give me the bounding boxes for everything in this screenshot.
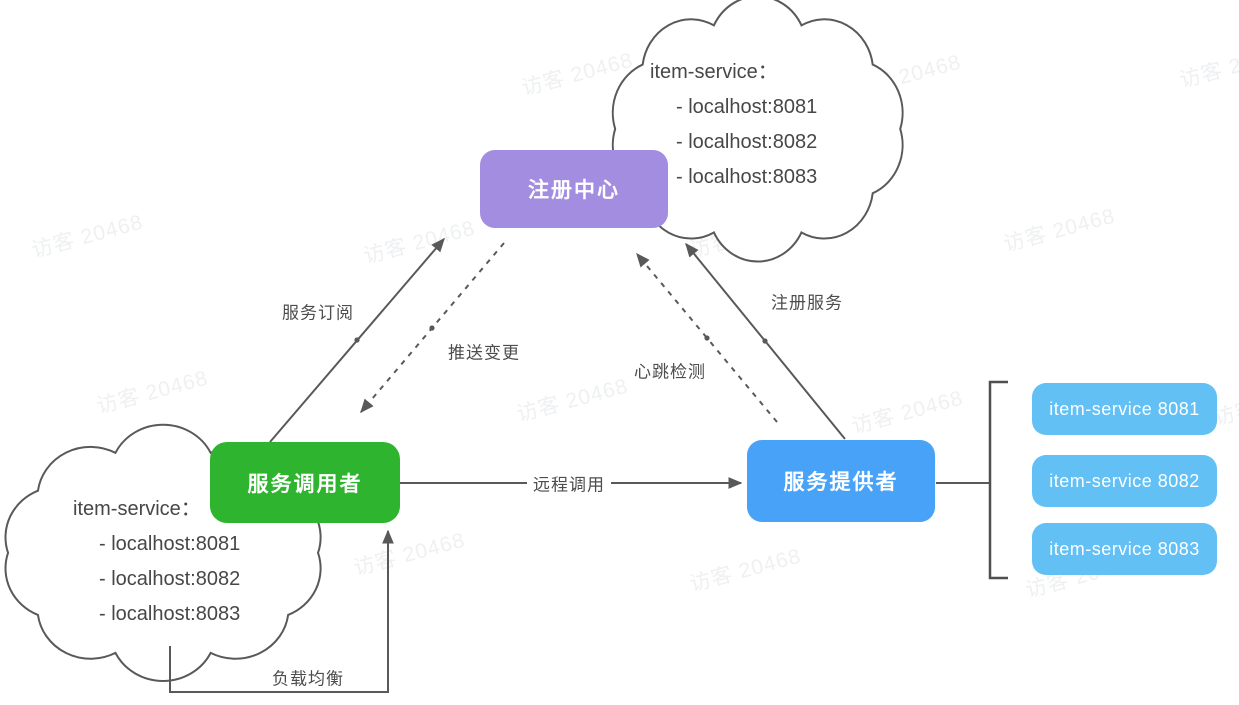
cloud-shape-top	[613, 0, 903, 262]
node-service-provider: 服务提供者	[747, 440, 935, 522]
service-list-item: - localhost:8081	[99, 533, 241, 555]
service-list-item: - localhost:8082	[676, 131, 818, 153]
node-service-caller: 服务调用者	[210, 442, 400, 523]
edge-label-remote-call: 远程调用	[527, 470, 611, 496]
edge-midpoint-dot	[354, 337, 360, 343]
service-list-title: item-service：	[73, 498, 201, 520]
edge-midpoint-dot	[429, 325, 435, 331]
edge-heartbeat-line	[636, 252, 778, 423]
service-list-item: - localhost:8082	[99, 568, 241, 590]
service-list-item: - localhost:8083	[99, 603, 241, 625]
edge-midpoint-dot	[704, 335, 710, 341]
registry-service-list: item-service： - localhost:8081 - localho…	[650, 55, 817, 195]
node-registry-center: 注册中心	[480, 150, 668, 228]
service-list-item: - localhost:8081	[676, 96, 818, 118]
edge-midpoint-dot	[762, 338, 768, 344]
edge-label-heartbeat: 心跳检测	[634, 362, 706, 382]
service-list-item: - localhost:8083	[676, 166, 818, 188]
edge-label-register: 注册服务	[771, 293, 843, 313]
service-list-title: item-service：	[650, 61, 778, 83]
instance-item-service-8082: item-service 8082	[1032, 455, 1217, 507]
instances-bracket	[988, 380, 1008, 580]
edge-label-push-changes: 推送变更	[448, 343, 520, 363]
edge-label-subscribe: 服务订阅	[282, 303, 354, 323]
instance-item-service-8083: item-service 8083	[1032, 523, 1217, 575]
caller-service-list: item-service： - localhost:8081 - localho…	[73, 492, 240, 632]
edge-label-load-balance: 负载均衡	[272, 669, 344, 689]
instance-item-service-8081: item-service 8081	[1032, 383, 1217, 435]
edge-load-balance-line	[169, 529, 394, 693]
